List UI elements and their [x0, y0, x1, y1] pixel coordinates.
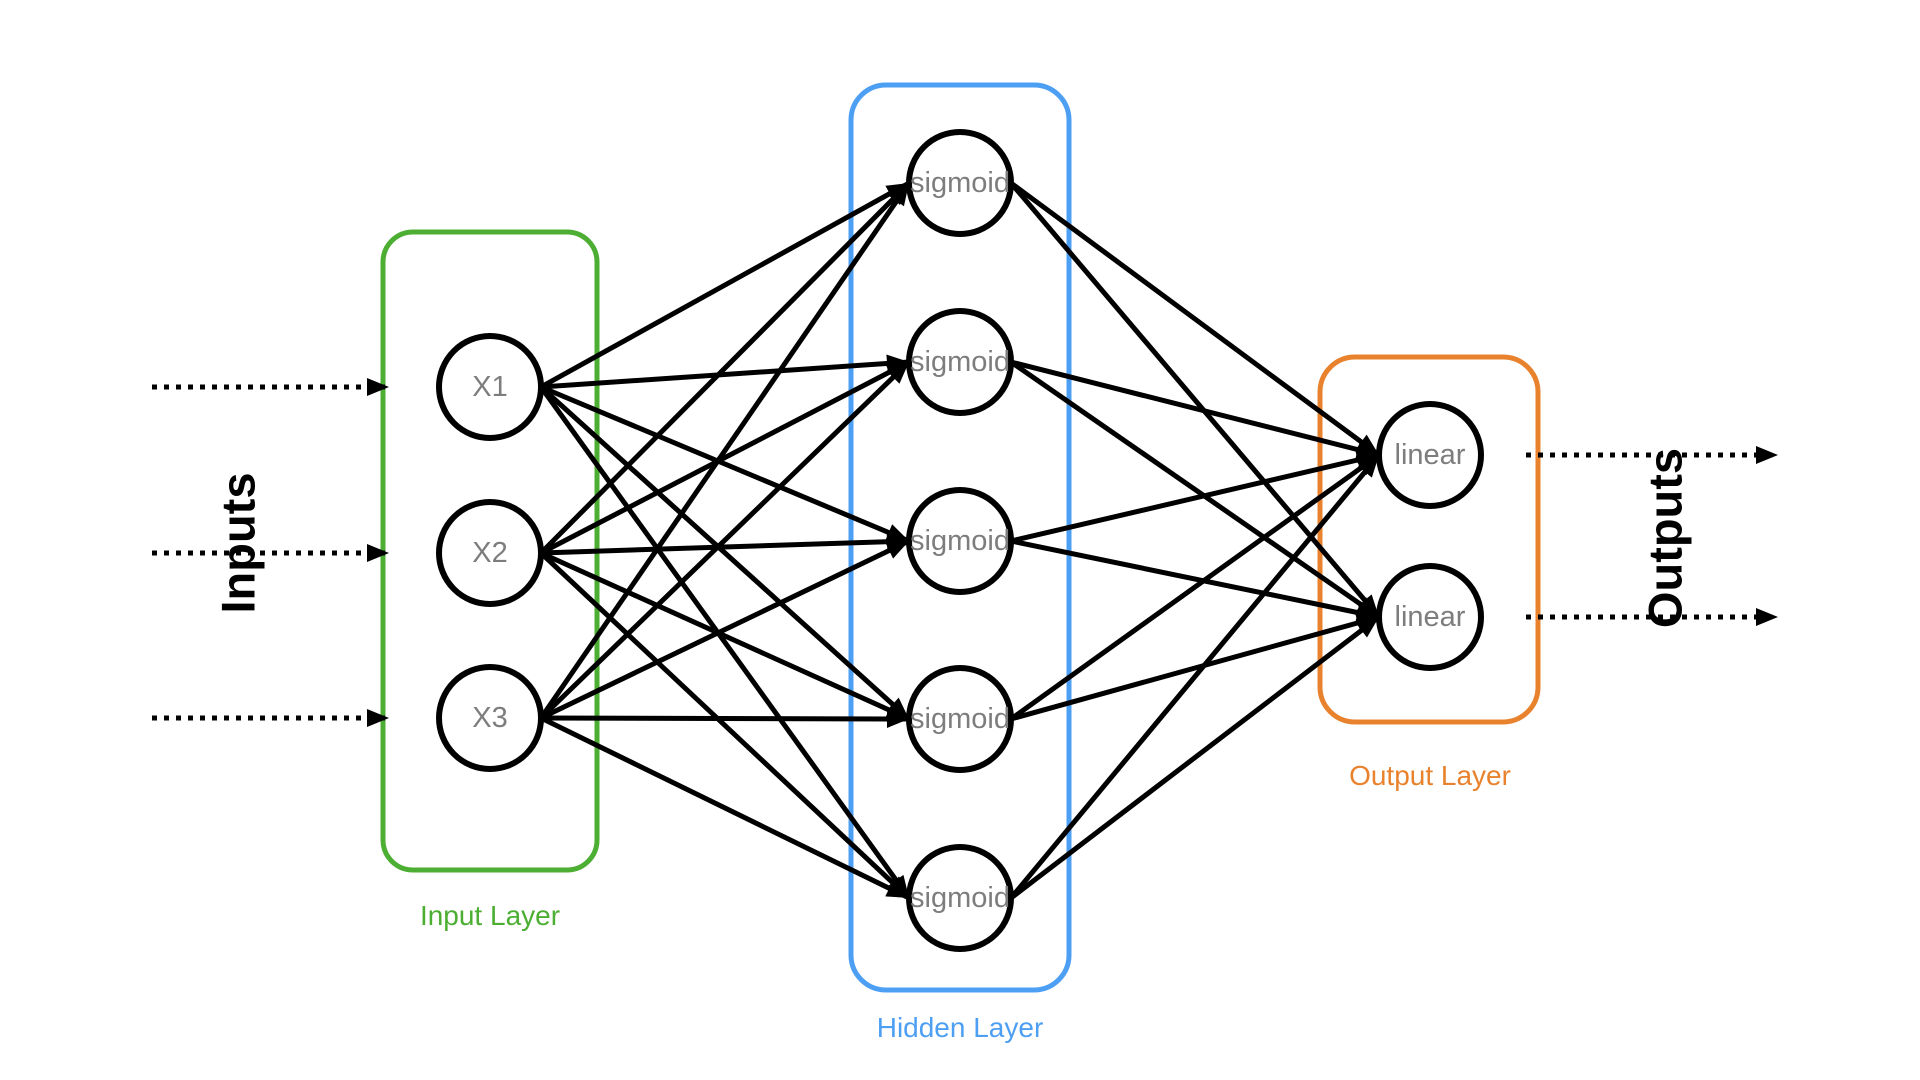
edge-x2-h2 — [539, 359, 911, 556]
hidden-node-h5 — [906, 844, 1014, 952]
edge-x3-h2 — [539, 360, 911, 720]
edge-x1-h4 — [539, 385, 911, 721]
hidden-node-label-h2: sigmoid — [910, 346, 1010, 378]
edge-x2-h4 — [539, 550, 911, 722]
edge-h2-o2 — [1009, 359, 1381, 620]
hidden-node-h4 — [906, 665, 1014, 773]
edge-h5-o1 — [1009, 453, 1381, 900]
output-layer-box — [1317, 354, 1541, 725]
edge-h3-o1 — [1010, 451, 1380, 544]
edge-h4-o2 — [1010, 614, 1380, 722]
input-node-x3 — [436, 664, 544, 772]
edge-x2-h1 — [539, 181, 911, 555]
edge-h1-o1 — [1009, 180, 1381, 458]
hidden-node-label-h5: sigmoid — [910, 882, 1010, 914]
outputs-side-label: Outputs — [1639, 448, 1692, 628]
input-node-label-x2: X2 — [472, 537, 507, 569]
output-node-o2 — [1376, 563, 1484, 671]
edge-h3-o2 — [1010, 538, 1380, 622]
edge-x2-h3 — [540, 532, 910, 556]
edge-x1-h5 — [538, 385, 912, 900]
input-node-label-x1: X1 — [472, 371, 507, 403]
hidden-node-label-h4: sigmoid — [910, 703, 1010, 735]
input-node-x1 — [436, 333, 544, 441]
edge-x3-h4 — [540, 709, 910, 728]
output-layer-label: Output Layer — [1349, 760, 1511, 791]
output-node-label-o2: linear — [1395, 601, 1466, 633]
hidden-layer-box — [848, 82, 1072, 993]
output-node-o1 — [1376, 401, 1484, 509]
hidden-node-h2 — [906, 308, 1014, 416]
output-node-label-o1: linear — [1395, 439, 1466, 471]
hidden-layer-label: Hidden Layer — [877, 1012, 1044, 1043]
input-node-x2 — [436, 499, 544, 607]
edge-x2-h5 — [539, 551, 911, 900]
edge-h1-o2 — [1009, 181, 1381, 619]
hidden-node-h1 — [906, 129, 1014, 237]
hidden-node-label-h1: sigmoid — [910, 167, 1010, 199]
edge-h2-o1 — [1010, 359, 1380, 459]
edge-x1-h1 — [539, 180, 911, 390]
input-layer-label: Input Layer — [420, 900, 560, 931]
input-node-label-x3: X3 — [472, 702, 507, 734]
hidden-node-label-h3: sigmoid — [910, 525, 1010, 557]
edge-x3-h5 — [539, 715, 911, 901]
inputs-side-label: Inputs — [212, 473, 265, 614]
hidden-node-h3 — [906, 487, 1014, 595]
edge-h4-o1 — [1009, 452, 1381, 722]
edge-x3-h1 — [538, 181, 912, 720]
edge-x1-h3 — [540, 384, 910, 544]
edge-x1-h2 — [540, 354, 910, 390]
edge-x3-h3 — [539, 538, 911, 721]
edge-h5-o2 — [1009, 615, 1381, 900]
